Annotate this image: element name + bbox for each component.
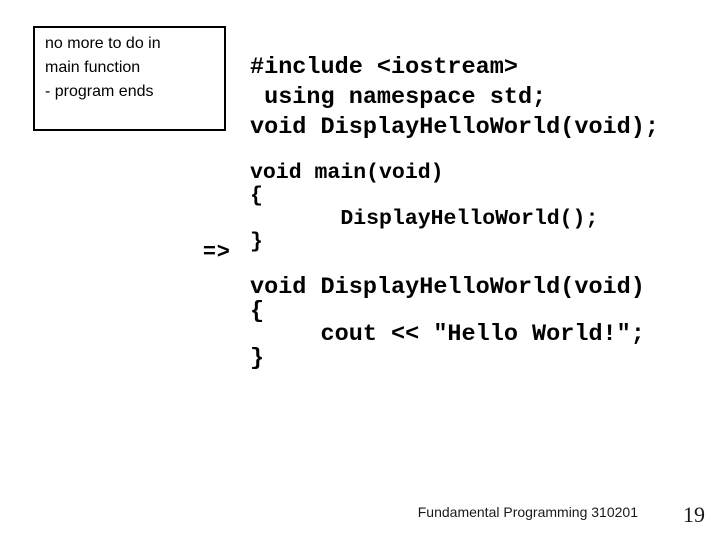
annotation-line-1: no more to do in bbox=[45, 35, 161, 52]
page-number: 19 bbox=[683, 502, 705, 527]
annotation-line-3: - program ends bbox=[45, 83, 154, 100]
code-block-main: void main(void) { DisplayHelloWorld(); } bbox=[250, 161, 599, 254]
code-block-includes: #include <iostream> using namespace std;… bbox=[250, 54, 659, 141]
annotation-line-2: main function bbox=[45, 59, 141, 76]
pointer-arrow-icon: => bbox=[203, 238, 231, 263]
footer-course-label: Fundamental Programming 310201 bbox=[417, 504, 638, 520]
code-block-display-function: void DisplayHelloWorld(void) { cout << "… bbox=[250, 274, 645, 372]
annotation-box: no more to do in main function - program… bbox=[33, 26, 226, 131]
